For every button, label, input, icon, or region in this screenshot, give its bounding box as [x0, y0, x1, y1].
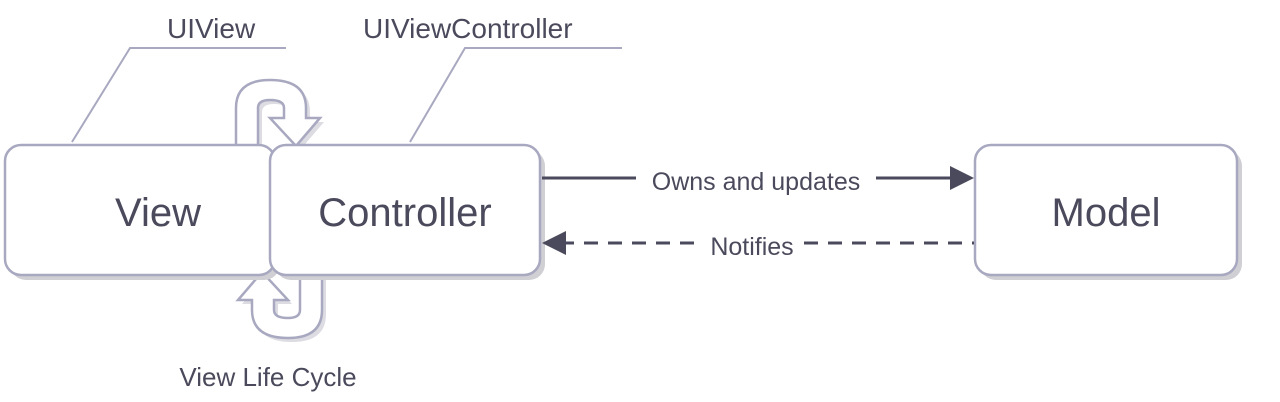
- controller-node-box: [268, 143, 542, 277]
- notifies-edge-arrowhead: [542, 231, 566, 255]
- uiviewcontroller-callout: UIViewController: [363, 13, 622, 143]
- lifecycle-bottom-arrow-shape: [235, 266, 324, 340]
- lifecycle-bottom-arrow: [235, 266, 326, 342]
- uiviewcontroller-callout-line: [409, 47, 622, 143]
- notifies-edge-label: Notifies: [710, 233, 793, 261]
- uiview-callout-line: [71, 47, 286, 143]
- model-node-label: Model: [1052, 191, 1161, 235]
- owns-edge: Owns and updates: [542, 166, 974, 196]
- owns-edge-arrowhead: [950, 166, 974, 190]
- model-node-box: [973, 143, 1239, 277]
- uiview-label: UIView: [167, 13, 256, 44]
- controller-node-label: Controller: [318, 191, 491, 235]
- lifecycle-top-arrow-shape: [234, 78, 323, 152]
- uiviewcontroller-label: UIViewController: [363, 13, 573, 44]
- uiview-callout: UIView: [71, 13, 286, 143]
- view-node: View: [3, 143, 280, 280]
- lifecycle-top-arrow: [234, 78, 324, 154]
- controller-node: Controller: [268, 143, 545, 280]
- model-node: Model: [973, 143, 1242, 280]
- view-node-label: View: [115, 191, 201, 235]
- lifecycle-label: View Life Cycle: [179, 362, 356, 392]
- owns-edge-label: Owns and updates: [652, 168, 860, 196]
- notifies-edge: Notifies: [542, 231, 974, 261]
